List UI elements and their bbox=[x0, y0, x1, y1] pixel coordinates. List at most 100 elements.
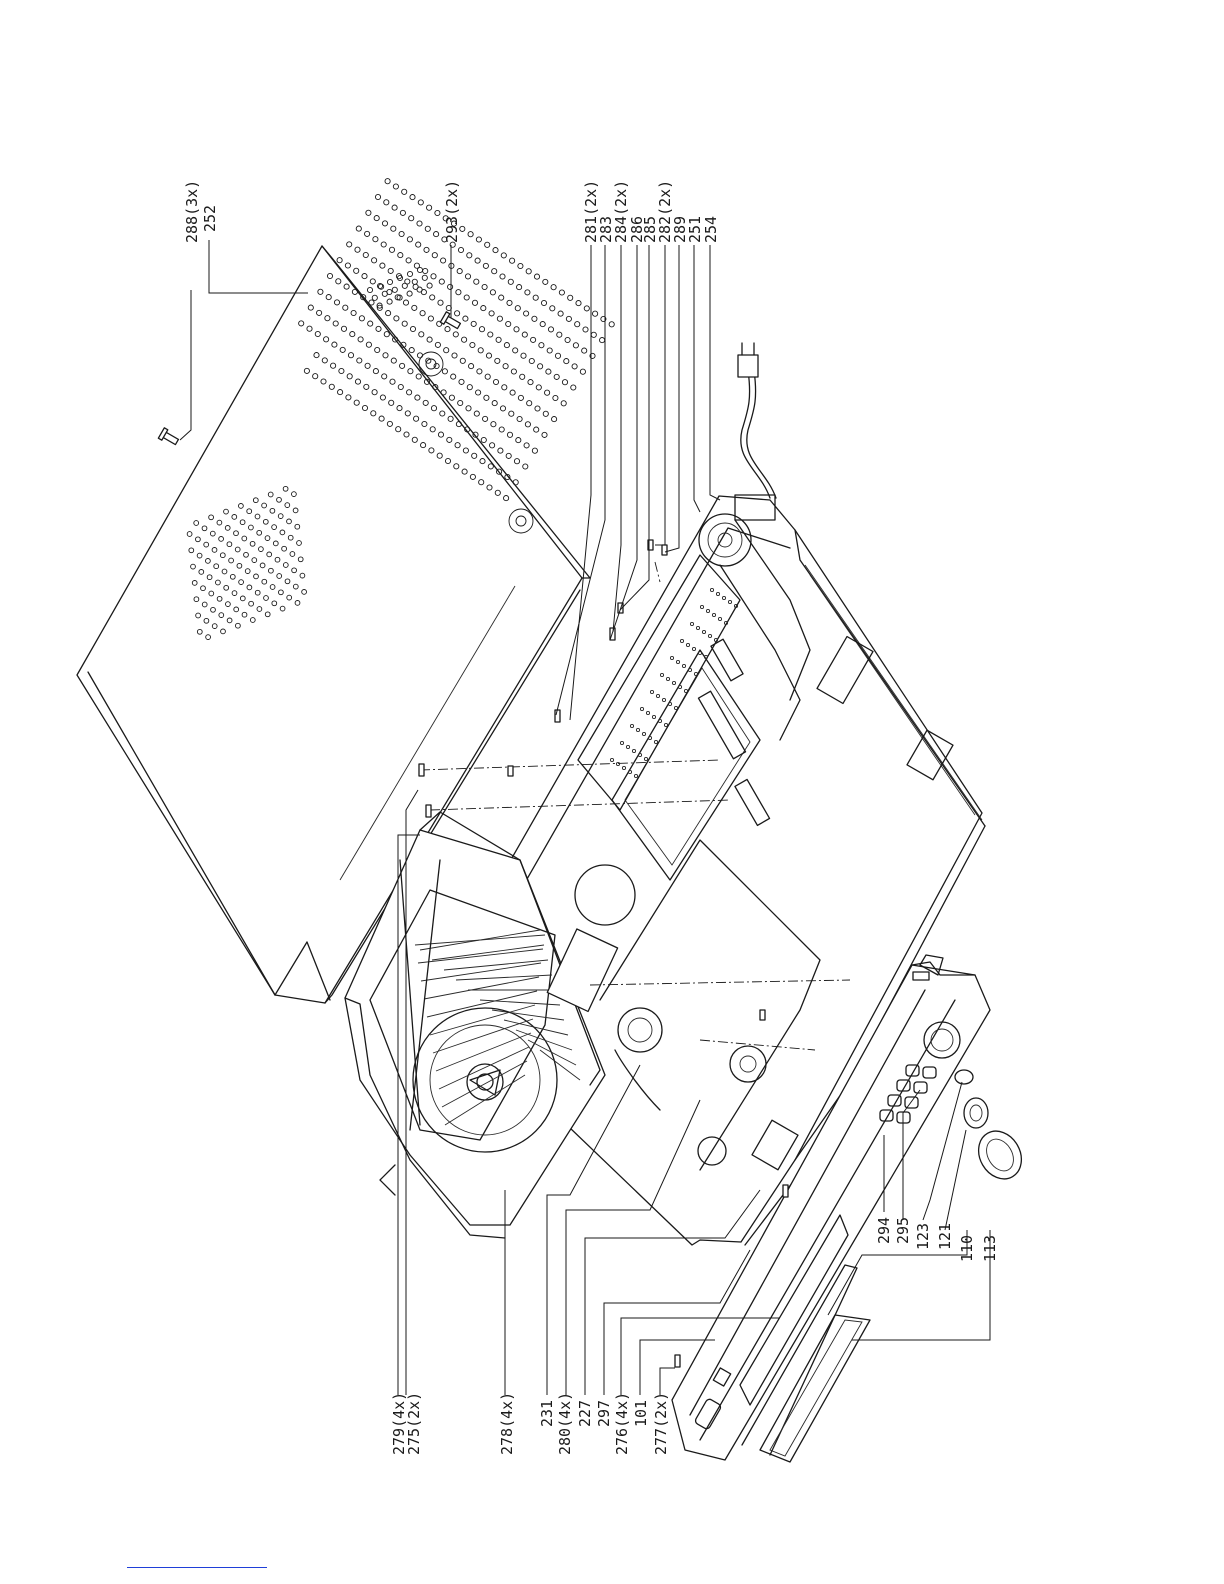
callout-295: 295 bbox=[894, 1217, 912, 1244]
vent-hole bbox=[521, 353, 526, 358]
vent-hole bbox=[496, 337, 501, 342]
vent-hole bbox=[600, 338, 605, 343]
vent-hole bbox=[462, 337, 467, 342]
vent-hole bbox=[485, 242, 490, 247]
vent-hole bbox=[475, 258, 480, 263]
vent-hole bbox=[386, 311, 391, 316]
vent-hole bbox=[424, 247, 429, 252]
vent-hole bbox=[451, 374, 456, 379]
vent-hole bbox=[499, 427, 504, 432]
vent-hole bbox=[492, 401, 497, 406]
vent-hole bbox=[474, 411, 479, 416]
vent-hole bbox=[525, 290, 530, 295]
vent-hole bbox=[534, 427, 539, 432]
callout-276: 276(4x) bbox=[613, 1392, 631, 1455]
vent-hole bbox=[417, 267, 422, 272]
vent-hole bbox=[573, 343, 578, 348]
vent-hole bbox=[557, 332, 562, 337]
vent-hole bbox=[471, 321, 476, 326]
vent-hole bbox=[382, 291, 387, 296]
vent-hole bbox=[458, 400, 463, 405]
vent-hole bbox=[460, 358, 465, 363]
vent-hole bbox=[515, 306, 520, 311]
vent-hole bbox=[518, 395, 523, 400]
vent-hole bbox=[543, 411, 548, 416]
vent-hole bbox=[398, 253, 403, 258]
vent-hole bbox=[481, 437, 486, 442]
vent-hole bbox=[466, 406, 471, 411]
vent-hole bbox=[554, 374, 559, 379]
vent-hole bbox=[442, 369, 447, 374]
vent-hole bbox=[584, 306, 589, 311]
vent-hole bbox=[583, 327, 588, 332]
vent-hole bbox=[457, 269, 462, 274]
vent-hole bbox=[465, 274, 470, 279]
vent-hole bbox=[435, 342, 440, 347]
vent-hole bbox=[407, 237, 412, 242]
vent-hole bbox=[476, 390, 481, 395]
vent-hole bbox=[469, 364, 474, 369]
callout-123: 123 bbox=[914, 1223, 932, 1250]
vent-hole bbox=[463, 316, 468, 321]
vent-hole bbox=[499, 295, 504, 300]
vent-hole bbox=[483, 416, 488, 421]
vent-hole bbox=[412, 305, 417, 310]
vent-hole bbox=[576, 301, 581, 306]
vent-hole bbox=[561, 401, 566, 406]
vent-hole bbox=[444, 348, 449, 353]
vent-hole bbox=[445, 327, 450, 332]
vent-hole bbox=[572, 364, 577, 369]
vent-hole bbox=[468, 232, 473, 237]
callout-294: 294 bbox=[875, 1217, 893, 1244]
vent-hole bbox=[435, 210, 440, 215]
callout-280: 280(4x) bbox=[556, 1392, 574, 1455]
vent-hole bbox=[498, 448, 503, 453]
vent-hole bbox=[513, 480, 518, 485]
vent-hole bbox=[448, 284, 453, 289]
callout-297: 297 bbox=[595, 1400, 613, 1427]
vent-hole bbox=[384, 200, 389, 205]
vent-hole bbox=[422, 275, 427, 280]
vent-hole bbox=[380, 263, 385, 268]
callout-113: 113 bbox=[981, 1235, 999, 1262]
footer-link-underline[interactable] bbox=[127, 1567, 267, 1568]
vent-hole bbox=[504, 343, 509, 348]
vent-hole bbox=[406, 258, 411, 263]
vent-hole bbox=[481, 306, 486, 311]
vent-hole bbox=[417, 287, 422, 292]
vent-hole bbox=[402, 189, 407, 194]
vent-hole bbox=[399, 231, 404, 236]
vent-hole bbox=[495, 358, 500, 363]
vent-hole bbox=[370, 279, 375, 284]
vent-hole bbox=[510, 390, 515, 395]
vent-hole bbox=[391, 226, 396, 231]
vent-hole bbox=[546, 369, 551, 374]
vent-hole bbox=[476, 237, 481, 242]
vent-hole bbox=[459, 379, 464, 384]
vent-hole bbox=[526, 269, 531, 274]
vent-hole bbox=[551, 285, 556, 290]
vent-hole bbox=[418, 200, 423, 205]
vent-hole bbox=[506, 453, 511, 458]
vent-hole bbox=[407, 291, 412, 296]
vent-hole bbox=[593, 311, 598, 316]
vent-hole bbox=[470, 342, 475, 347]
vent-hole bbox=[566, 316, 571, 321]
vent-hole bbox=[486, 353, 491, 358]
vent-hole bbox=[427, 283, 432, 288]
vent-hole bbox=[369, 300, 374, 305]
vent-hole bbox=[506, 321, 511, 326]
vent-hole bbox=[387, 279, 392, 284]
callout-110: 110 bbox=[958, 1235, 976, 1262]
vent-hole bbox=[507, 300, 512, 305]
vent-hole bbox=[540, 322, 545, 327]
callout-288: 288(3x) bbox=[183, 180, 201, 243]
callout-101: 101 bbox=[632, 1400, 650, 1427]
vent-hole bbox=[508, 279, 513, 284]
vent-hole bbox=[536, 385, 541, 390]
vent-hole bbox=[609, 322, 614, 327]
vent-hole bbox=[374, 216, 379, 221]
vent-hole bbox=[523, 464, 528, 469]
vent-hole bbox=[337, 258, 342, 263]
